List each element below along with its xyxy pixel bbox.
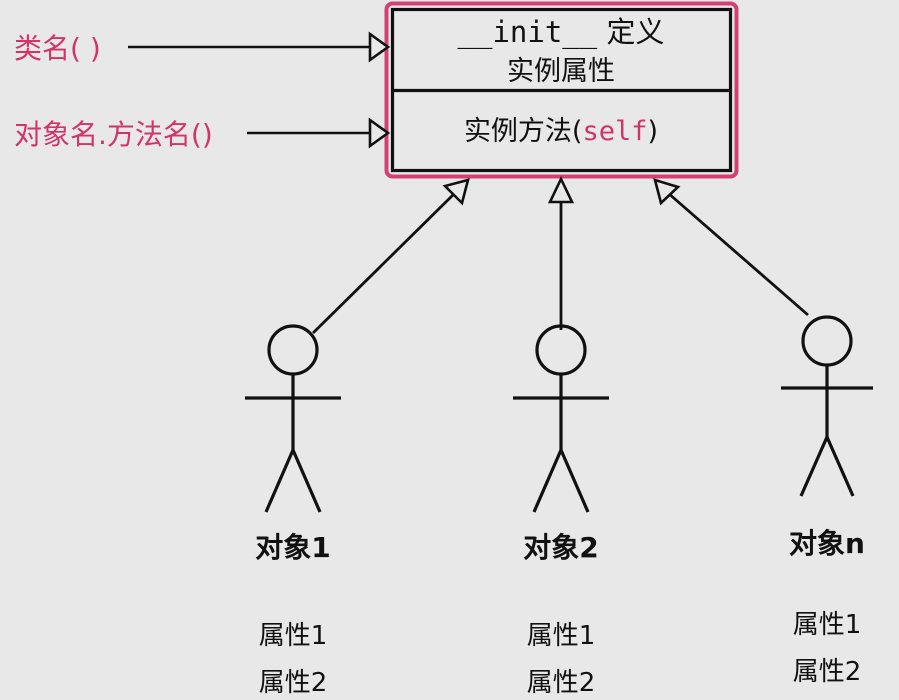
method-name-text: 实例方法(	[464, 116, 583, 147]
stick-figure-leg-right	[825, 436, 855, 497]
stick-figure-icon	[245, 324, 341, 513]
annotation-class-name-arrowhead-icon	[368, 31, 391, 63]
object-2-attribute-1: 属性1	[527, 621, 596, 651]
link-objectn-line	[667, 191, 809, 317]
object-1-attribute-2: 属性2	[259, 668, 328, 698]
class-box-title-line1: __init__ 定义	[458, 15, 665, 50]
stick-figure-leg-left	[264, 449, 295, 513]
object-1-group[interactable]: 对象1 属性1 属性2	[245, 324, 341, 698]
annotation-method-call-label: 对象名.方法名()	[14, 118, 213, 151]
object-2-group[interactable]: 对象2 属性1 属性2	[513, 324, 609, 698]
stick-figure-leg-right	[291, 449, 322, 513]
self-keyword-token: self	[582, 116, 647, 147]
object-2-name: 对象2	[523, 531, 598, 564]
annotation-class-name[interactable]: 类名( )	[14, 31, 391, 65]
init-code-token: __init__	[458, 15, 598, 50]
stick-figure-leg-left	[532, 449, 563, 513]
link-object1-line	[312, 192, 456, 334]
object-n-group[interactable]: 对象n 属性1 属性2	[781, 315, 873, 687]
stick-figure-leg-right	[559, 449, 590, 513]
stick-figure-icon	[513, 324, 609, 513]
class-box-attributes: __init__ 定义 实例属性	[458, 15, 665, 87]
link-object1-to-class	[312, 178, 470, 334]
object-1-name: 对象1	[255, 531, 330, 564]
init-label-text: 定义	[597, 15, 664, 49]
class-box-attributes-label: 实例属性	[507, 56, 615, 87]
method-close-paren: )	[648, 116, 659, 147]
link-object2-arrowhead-icon	[547, 175, 575, 204]
annotation-method-call[interactable]: 对象名.方法名()	[14, 117, 391, 151]
link-object2-to-class	[547, 175, 575, 330]
class-box-methods: 实例方法(self)	[464, 116, 658, 147]
annotation-class-name-label: 类名( )	[14, 32, 101, 65]
stick-figure-icon	[781, 315, 873, 497]
class-box[interactable]: __init__ 定义 实例属性 实例方法(self)	[384, 1, 739, 179]
object-n-name: 对象n	[789, 527, 865, 560]
link-object1-arrowhead-icon	[442, 178, 470, 206]
stick-figure-leg-left	[799, 436, 829, 497]
object-n-attribute-1: 属性1	[793, 610, 862, 640]
link-objectn-arrowhead-icon	[653, 178, 681, 206]
link-objectn-to-class	[653, 178, 809, 317]
annotation-method-call-arrowhead-icon	[368, 117, 391, 149]
object-1-attribute-1: 属性1	[259, 621, 328, 651]
object-2-attribute-2: 属性2	[527, 668, 596, 698]
object-n-attribute-2: 属性2	[793, 657, 862, 687]
class-box-method-label: 实例方法(self)	[464, 116, 658, 147]
